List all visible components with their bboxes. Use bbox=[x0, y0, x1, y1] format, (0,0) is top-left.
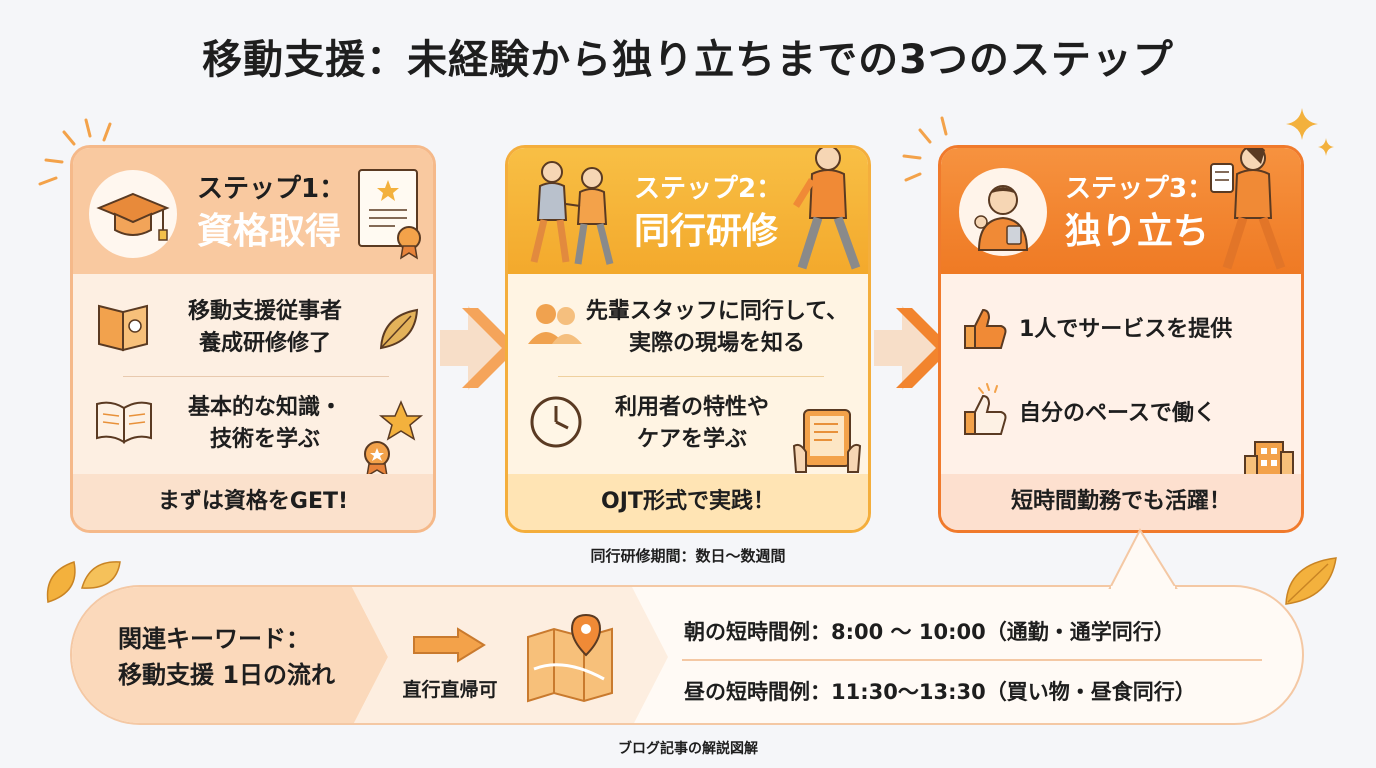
step1-label: ステップ1： bbox=[197, 174, 346, 204]
walking-pair-icon bbox=[530, 161, 614, 265]
step3-footer: 短時間勤務でも活躍！ bbox=[941, 474, 1301, 530]
thumbs-up-icon bbox=[964, 308, 1007, 349]
sparkle-lines-icon bbox=[38, 118, 112, 186]
step2-label: ステップ2： bbox=[634, 174, 783, 204]
step1-divider bbox=[123, 376, 389, 377]
step3-label: ステップ3： bbox=[1065, 174, 1214, 204]
tablet-hands-icon bbox=[792, 409, 862, 473]
keyword-label: 関連キーワード： bbox=[118, 625, 310, 653]
step3-item1: 1人でサービスを提供 bbox=[1019, 314, 1289, 346]
step2-footer: OJT形式で実践！ bbox=[508, 474, 868, 530]
walking-staff-icon bbox=[793, 148, 861, 270]
step1-card: ステップ1： 資格取得 移動支援従事者 養成研修修了 基本的な知識・ bbox=[70, 145, 436, 533]
step3-item2-line1: 自分のペースで働く bbox=[1019, 401, 1216, 426]
schedule-divider bbox=[682, 659, 1262, 661]
star-medal-icon bbox=[364, 400, 424, 478]
keyword-value: 移動支援 1日の流れ bbox=[118, 661, 336, 689]
walking-worker-icon bbox=[1210, 148, 1286, 270]
step1-item2-line2: 技術を学ぶ bbox=[209, 427, 320, 452]
morning-schedule: 朝の短時間例：8:00 〜 10:00（通勤・通学同行） bbox=[684, 620, 1175, 644]
thumbs-up-spark-icon bbox=[964, 383, 1007, 435]
leaf-icon bbox=[379, 308, 419, 350]
book-badge-icon bbox=[98, 304, 148, 352]
step2-item1: 先輩スタッフに同行して、 実際の現場を知る bbox=[582, 296, 852, 360]
people-icon bbox=[528, 304, 582, 344]
step3-item2: 自分のペースで働く bbox=[1019, 398, 1289, 430]
direct-return-label: 直行直帰可 bbox=[402, 679, 498, 701]
step1-item2: 基本的な知識・ 技術を学ぶ bbox=[155, 392, 375, 456]
step2-item2: 利用者の特性や ケアを学ぶ bbox=[582, 392, 802, 456]
leaves-icon bbox=[46, 561, 121, 603]
step2-card: ステップ2： 同行研修 先輩スタッフに同行して、 実際の現場を知る 利用者の特性… bbox=[505, 145, 871, 533]
worker-avatar-icon bbox=[959, 168, 1047, 256]
step2-divider bbox=[558, 376, 824, 377]
step1-title: 資格取得 bbox=[197, 211, 342, 252]
page-title: 移動支援：未経験から独り立ちまでの3つのステップ bbox=[202, 37, 1174, 83]
step1-item1-line1: 移動支援従事者 bbox=[187, 299, 342, 324]
step2-item1-line1: 先輩スタッフに同行して、 bbox=[585, 299, 849, 324]
footer-caption: ブログ記事の解説図解 bbox=[618, 741, 758, 757]
step3-header: ステップ3： 独り立ち bbox=[941, 148, 1301, 274]
schedule-panel: 関連キーワード： 移動支援 1日の流れ 直行直帰可 朝の短時間例：8:00 〜 … bbox=[70, 585, 1304, 725]
building-icon bbox=[1244, 441, 1294, 481]
graduation-cap-icon bbox=[89, 170, 177, 258]
direct-arrow-icon bbox=[413, 627, 486, 663]
step1-header: ステップ1： 資格取得 bbox=[73, 148, 433, 274]
keyword-block: 関連キーワード： 移動支援 1日の流れ bbox=[118, 621, 335, 693]
step1-footer: まずは資格をGET! bbox=[73, 474, 433, 530]
step3-card: ステップ3： 独り立ち 1人でサービスを提供 自分のペースで働く bbox=[938, 145, 1304, 533]
step2-item1-line2: 実際の現場を知る bbox=[628, 331, 805, 356]
step2-header: ステップ2： 同行研修 bbox=[508, 148, 868, 274]
clock-icon bbox=[530, 396, 582, 448]
sparkle-lines-icon bbox=[902, 116, 948, 182]
leaf-icon bbox=[1285, 557, 1337, 605]
star-sparkle-icon bbox=[1286, 108, 1334, 156]
step2-item2-line2: ケアを学ぶ bbox=[636, 427, 747, 452]
certificate-icon bbox=[358, 169, 421, 260]
step2-item2-line1: 利用者の特性や bbox=[614, 395, 769, 420]
training-period-caption: 同行研修期間：数日〜数週間 bbox=[590, 547, 786, 565]
map-pin-icon bbox=[527, 613, 613, 703]
callout-pointer bbox=[1108, 528, 1178, 590]
step1-item2-line1: 基本的な知識・ bbox=[187, 395, 342, 420]
step2-title: 同行研修 bbox=[634, 211, 779, 252]
step3-item1-line1: 1人でサービスを提供 bbox=[1019, 317, 1233, 342]
step1-item1-line2: 養成研修修了 bbox=[198, 331, 331, 356]
open-book-icon bbox=[96, 401, 152, 444]
step3-title: 独り立ち bbox=[1065, 211, 1210, 252]
step1-item1: 移動支援従事者 養成研修修了 bbox=[155, 296, 375, 360]
noon-schedule: 昼の短時間例：11:30〜13:30（買い物・昼食同行） bbox=[684, 680, 1196, 704]
